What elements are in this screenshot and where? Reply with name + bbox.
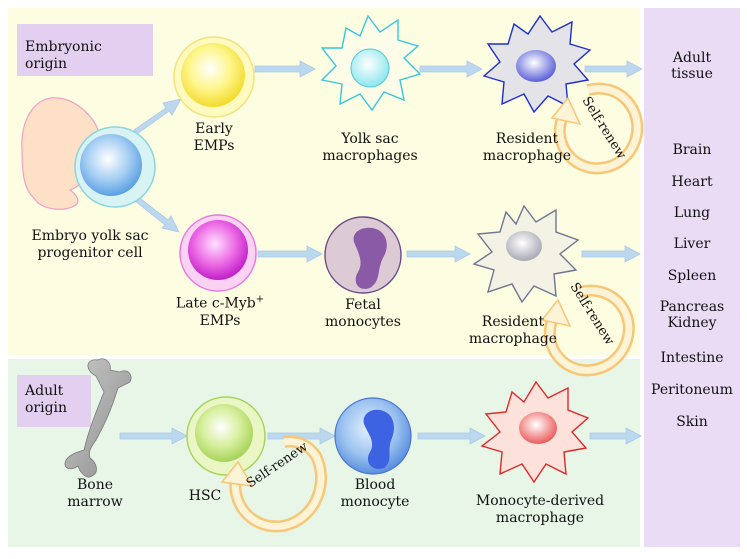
adult-tag-line-1: Adult bbox=[25, 383, 64, 399]
arrow-fetal-to-resident bbox=[406, 245, 471, 263]
progenitor-cell bbox=[74, 126, 156, 208]
late-emps-label-line-2: EMPs bbox=[199, 312, 241, 329]
tissue-header-line-1: Adult bbox=[672, 50, 712, 66]
self-renew-label-1: Self-renew bbox=[579, 94, 629, 162]
fetal-label-line-2: monocytes bbox=[325, 314, 401, 330]
adult-tag-line-2: origin bbox=[25, 400, 68, 416]
early-emps-label-line-2: EMPs bbox=[193, 138, 235, 154]
hsc-cell bbox=[186, 396, 266, 476]
tissue-item: Kidney bbox=[667, 315, 717, 331]
late-emps-cell bbox=[179, 214, 257, 292]
progenitor-label-line-1: Embryo yolk sac bbox=[31, 228, 149, 244]
tissue-item: Spleen bbox=[667, 268, 717, 284]
arrow-resident2-to-tissue bbox=[581, 245, 641, 263]
monocyte-derived-label-line-1: Monocyte-derived bbox=[475, 493, 605, 509]
bone-marrow-label: Bone marrow bbox=[50, 477, 140, 511]
early-emps-cell bbox=[173, 36, 255, 118]
resident-label-2: Resident macrophage bbox=[458, 314, 568, 348]
fetal-label: Fetal monocytes bbox=[318, 297, 408, 331]
bone-marrow-label-line-2: marrow bbox=[67, 494, 123, 510]
arrow-progenitor-to-early bbox=[133, 98, 182, 135]
arrow-hsc-to-blood bbox=[267, 427, 336, 445]
fetal-label-line-1: Fetal bbox=[345, 297, 381, 313]
resident-macrophage-2 bbox=[472, 204, 580, 304]
blood-monocyte-label-line-1: Blood bbox=[354, 477, 396, 493]
tissue-item: Peritoneum bbox=[651, 382, 733, 398]
late-emps-label: Late c-Myb+ EMPs bbox=[160, 291, 280, 330]
resident-label-1-line-1: Resident bbox=[495, 131, 559, 147]
progenitor-label: Embryo yolk sac progenitor cell bbox=[20, 228, 160, 262]
embryonic-origin-tag: Embryonic origin bbox=[17, 24, 153, 76]
yolk-sac-macrophage bbox=[320, 14, 422, 112]
resident-macrophage-1 bbox=[482, 14, 592, 114]
tissue-item: Pancreas bbox=[659, 299, 725, 315]
monocyte-derived-macrophage bbox=[480, 380, 590, 484]
arrow-monoderived-to-tissue bbox=[589, 427, 642, 445]
tissue-item: Brain bbox=[672, 142, 712, 158]
blood-monocyte bbox=[334, 397, 412, 475]
bone-illustration bbox=[64, 358, 132, 478]
yolk-sac-label-line-1: Yolk sac bbox=[341, 131, 399, 147]
resident-label-1: Resident macrophage bbox=[472, 131, 582, 165]
resident-label-2-line-1: Resident bbox=[481, 314, 545, 330]
fetal-monocyte bbox=[324, 216, 402, 294]
arrow-resident-to-tissue bbox=[584, 60, 643, 78]
early-emps-label-line-1: Early bbox=[195, 121, 233, 137]
tissue-item: Liver bbox=[673, 236, 711, 252]
tissue-item: Lung bbox=[673, 205, 711, 221]
self-renew-loop-2 bbox=[540, 284, 635, 377]
monocyte-derived-label-line-2: macrophage bbox=[495, 510, 585, 526]
tissue-item: Skin bbox=[676, 414, 708, 430]
self-renew-loop-3 bbox=[220, 435, 327, 533]
resident-label-2-line-2: macrophage bbox=[468, 331, 558, 347]
tissue-header-line-2: tissue bbox=[671, 66, 713, 82]
blood-monocyte-label: Blood monocyte bbox=[325, 477, 425, 511]
arrow-progenitor-to-late bbox=[133, 195, 180, 233]
early-emps-label: Early EMPs bbox=[184, 121, 244, 155]
yolk-sac-label-line-2: macrophages bbox=[322, 148, 418, 164]
tissue-item: Heart bbox=[671, 174, 713, 190]
bone-marrow-label-line-1: Bone bbox=[76, 477, 114, 493]
flow-arrows bbox=[119, 60, 643, 445]
arrow-bone-to-hsc bbox=[119, 427, 188, 445]
tissue-item: Intestine bbox=[660, 350, 724, 366]
late-emps-label-line-1: Late c-Myb+ bbox=[175, 294, 265, 312]
arrow-early-to-yolk bbox=[254, 60, 316, 78]
resident-label-1-line-2: macrophage bbox=[482, 148, 572, 164]
hsc-label: HSC bbox=[188, 488, 222, 504]
progenitor-label-line-2: progenitor cell bbox=[37, 245, 143, 261]
arrow-yolk-to-resident bbox=[419, 60, 483, 78]
arrow-late-to-fetal bbox=[257, 245, 323, 263]
blood-monocyte-label-line-2: monocyte bbox=[340, 494, 410, 510]
arrow-blood-to-monoderived bbox=[417, 427, 486, 445]
tissue-panel bbox=[644, 8, 740, 547]
yolk-sac-label: Yolk sac macrophages bbox=[310, 131, 430, 165]
monocyte-derived-label: Monocyte-derived macrophage bbox=[470, 493, 610, 527]
self-renew-loop-1 bbox=[550, 82, 644, 175]
